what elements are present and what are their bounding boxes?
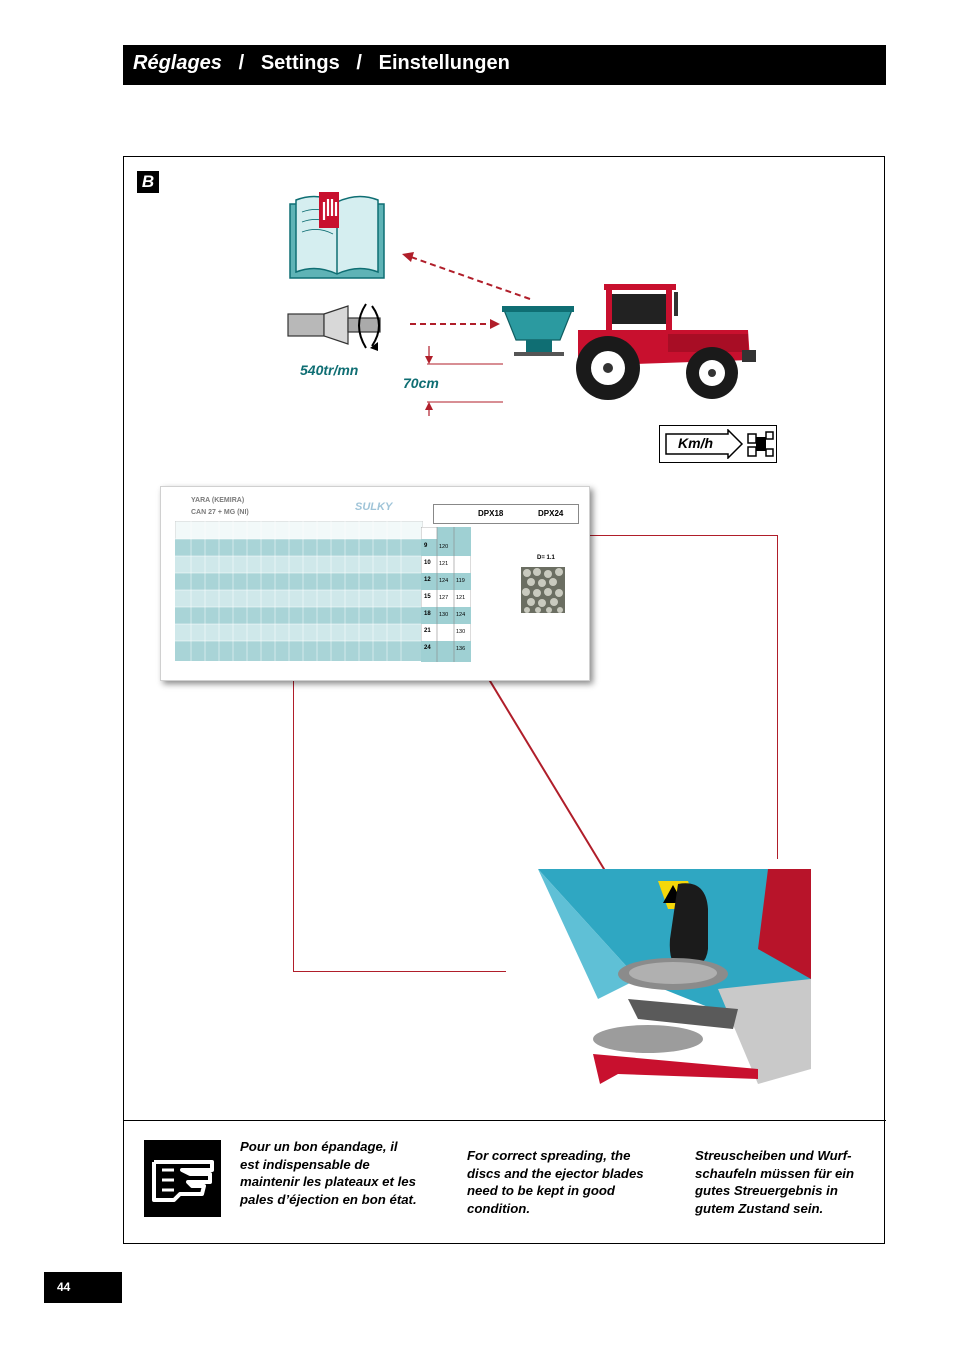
pto-speed-label: 540tr/mn [300, 362, 359, 378]
rate-a-value: 120 [439, 544, 449, 550]
setting-table-card: YARA (KEMIRA) CAN 27 + MG (NI) SULKY DPX… [160, 486, 590, 681]
tractor-spreader-illustration [502, 284, 756, 400]
model-a-label: DPX18 [478, 509, 504, 518]
note-text-fr: Pour un bon épandage, il est indispensab… [240, 1139, 417, 1207]
rate-a-value: 124 [439, 578, 449, 584]
rate-a-value: 121 [439, 561, 449, 567]
width-value: 21 [424, 628, 431, 634]
spreader-disc-photo [508, 869, 811, 1102]
speed-arrow-icon [665, 429, 744, 459]
connector-line [590, 535, 778, 536]
manual-book-icon [289, 192, 385, 279]
width-value: 10 [424, 560, 431, 566]
note-text-en: For correct spreading, the discs and the… [467, 1148, 644, 1216]
rate-b-value: 121 [456, 595, 466, 601]
width-value: 24 [424, 645, 431, 651]
page-number-box: 44 [44, 1272, 122, 1303]
maintenance-note-icon [144, 1140, 221, 1217]
rate-grid [175, 521, 423, 661]
width-row: 24 136 [421, 641, 471, 658]
pointing-hand-icon [152, 1160, 214, 1202]
speed-unit-box: Km/h [659, 425, 777, 463]
page-number: 44 [57, 1280, 71, 1294]
section-frame [123, 156, 885, 1244]
speed-unit-label: Km/h [678, 435, 713, 451]
height-label: 70cm [403, 375, 439, 391]
rate-b-value: 130 [456, 629, 466, 635]
fertilizer-type: CAN 27 + MG (NI) [191, 509, 249, 516]
rate-b-value: 124 [456, 612, 466, 618]
width-value: 18 [424, 611, 431, 617]
width-row: 21 130 [421, 624, 471, 641]
width-row: 9 120 [421, 539, 471, 556]
width-column-grid [421, 527, 471, 662]
rate-a-value: 127 [439, 595, 449, 601]
brand-logo: SULKY [355, 501, 393, 513]
connector-line [293, 681, 294, 971]
section-badge: B [137, 171, 159, 193]
rate-b-value: 136 [456, 646, 466, 652]
dashed-arrows [402, 252, 531, 329]
page-header: Réglages / Settings / Einstellungen [123, 45, 886, 85]
note-divider [123, 1120, 886, 1121]
tractor-small-icon [747, 431, 774, 457]
model-b-label: DPX24 [538, 509, 564, 518]
width-value: 12 [424, 577, 431, 583]
width-row: 18 130 124 [421, 607, 471, 624]
model-header: DPX18 DPX24 [433, 504, 579, 524]
pto-shaft-icon [287, 303, 381, 351]
connector-line [293, 971, 506, 972]
fertilizer-granules-image [521, 567, 565, 613]
width-row: 12 124 119 [421, 573, 471, 590]
density-label: D= 1.1 [537, 555, 555, 561]
width-value: 15 [424, 594, 431, 600]
fertilizer-name: YARA (KEMIRA) [191, 497, 245, 504]
rate-b-value: 119 [456, 578, 465, 584]
width-value: 9 [424, 543, 428, 549]
rate-a-value: 130 [439, 612, 449, 618]
width-row: 10 121 [421, 556, 471, 573]
spreader-disc-photo-art [508, 869, 811, 1102]
header-title: Réglages / Settings / Einstellungen [133, 52, 510, 74]
width-row: 15 127 121 [421, 590, 471, 607]
note-text-de: Streuscheiben und Wurf-schaufeln müssen … [695, 1148, 855, 1216]
height-indicator [425, 346, 503, 416]
connector-line [777, 535, 778, 859]
